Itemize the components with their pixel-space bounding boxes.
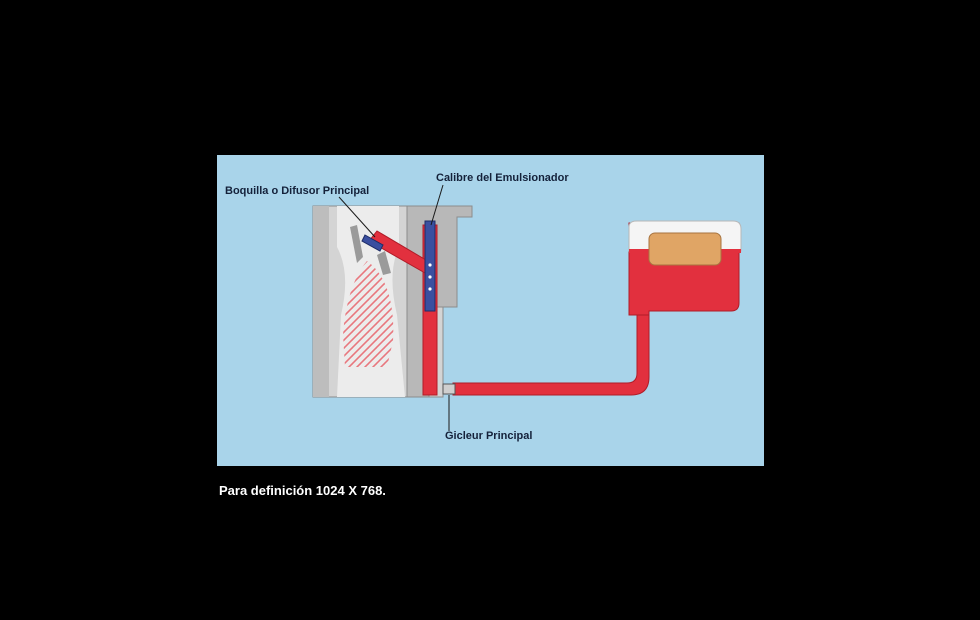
fuel-spray: [343, 261, 394, 367]
float: [648, 232, 722, 266]
carburetor-body: [312, 205, 473, 398]
caption: Para definición 1024 X 768.: [219, 483, 386, 498]
emulsion-tube: [424, 220, 436, 312]
main-nozzle: [361, 234, 384, 252]
leader-lines: [338, 184, 450, 431]
label-main-jet: Gicleur Principal: [445, 430, 533, 442]
label-emulsion-tube: Calibre del Emulsionador: [436, 172, 569, 184]
carburetor-diagram: Boquilla o Difusor Principal Calibre del…: [217, 155, 764, 466]
main-jet: [442, 383, 456, 395]
label-main-nozzle: Boquilla o Difusor Principal: [225, 185, 370, 197]
carburetor-drawing: [312, 184, 742, 431]
